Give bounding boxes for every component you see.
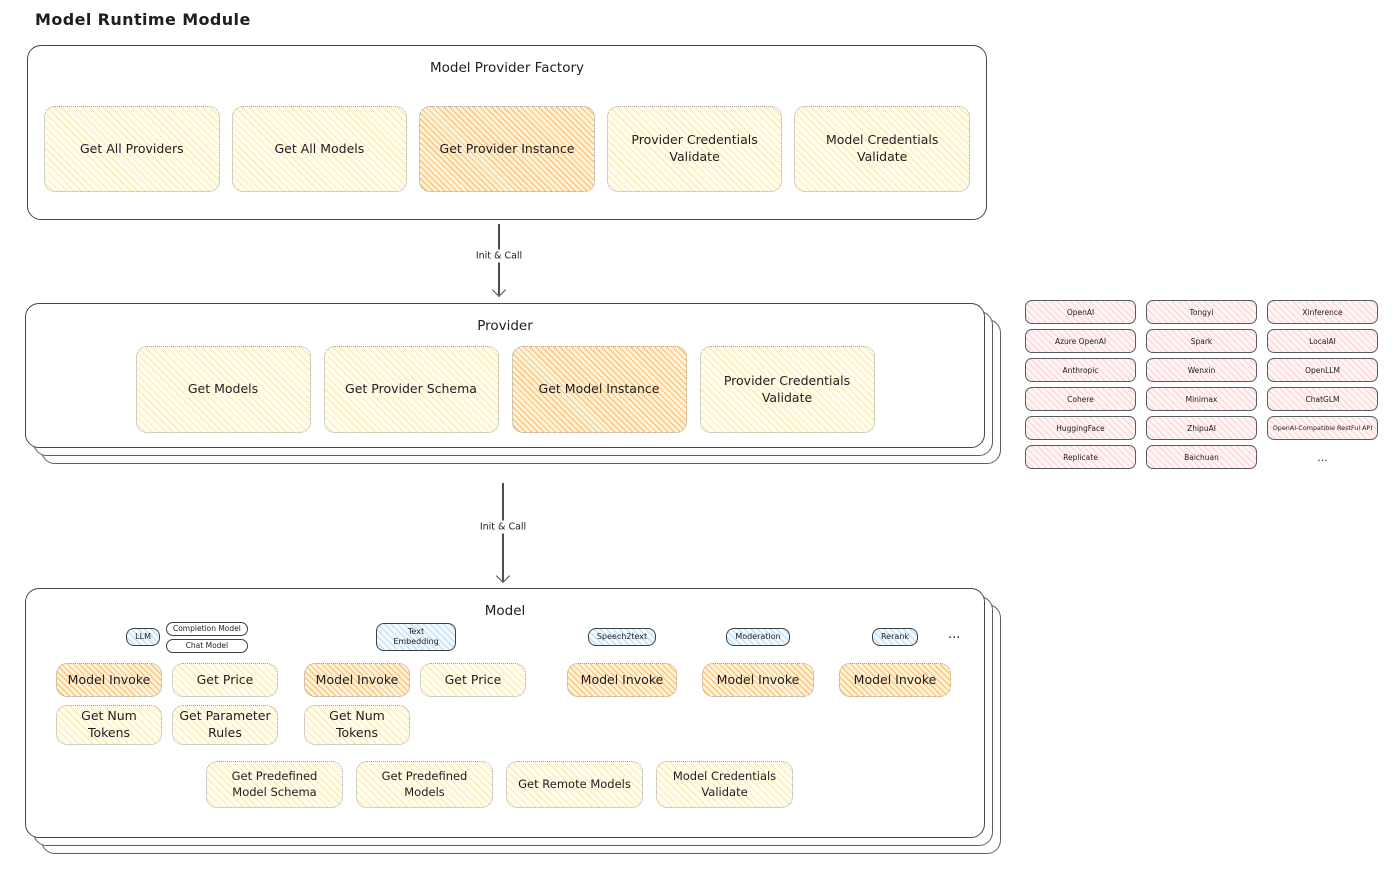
model-type-tab: Text Embedding (376, 623, 456, 651)
model-operation-row: Model Invoke Get Price (56, 663, 278, 697)
model-type-tab-row: Moderation (702, 617, 814, 657)
model-operation-node: Model Invoke (839, 663, 951, 697)
factory-operation-node: Get All Providers (44, 106, 220, 192)
model-types-ellipsis: ... (948, 627, 961, 642)
provider-name-pill: Replicate (1025, 445, 1136, 469)
provider-name-pill: Wenxin (1146, 358, 1257, 382)
model-type-tab: LLM (126, 628, 160, 646)
model-shared-operation-node: Get Remote Models (506, 761, 643, 808)
model-subtype-tab: Completion Model (165, 621, 248, 636)
provider-name-pill: HuggingFace (1025, 416, 1136, 440)
model-type-tab: Moderation (726, 628, 790, 646)
provider-name-pill: OpenAI (1025, 300, 1136, 324)
init-call-arrow-top: Init & Call (439, 224, 559, 298)
model-operation-node: Get Num Tokens (56, 705, 162, 745)
factory-operation-node: Get Provider Instance (419, 106, 595, 192)
model-operation-row: Model Invoke (567, 663, 677, 697)
model-operation-node: Get Num Tokens (304, 705, 410, 745)
provider-box-label: Provider (477, 318, 533, 334)
provider-name-pill: Baichuan (1146, 445, 1257, 469)
diagram-title: Model Runtime Module (35, 10, 251, 29)
model-operation-node: Model Invoke (567, 663, 677, 697)
model-operation-row: Get Num Tokens (304, 705, 528, 745)
arrow-head-icon (495, 568, 511, 584)
provider-grid-ellipsis: ... (1317, 450, 1328, 464)
model-shared-operation-node: Get Predefined Models (356, 761, 493, 808)
provider-name-pill: ChatGLM (1267, 387, 1378, 411)
model-provider-factory-box: Model Provider Factory Get All Providers… (27, 45, 987, 220)
provider-name-pill: Anthropic (1025, 358, 1136, 382)
model-type-tab: Speech2text (587, 628, 657, 646)
provider-name-pill: Tongyi (1146, 300, 1257, 324)
model-subtype-tab: Chat Model (165, 638, 248, 653)
provider-name-pill: Azure OpenAI (1025, 329, 1136, 353)
model-operation-row: Model Invoke (839, 663, 951, 697)
provider-name-pill: Spark (1146, 329, 1257, 353)
model-operation-node: Model Invoke (56, 663, 162, 697)
arrow-label: Init & Call (470, 249, 528, 263)
factory-operation-node: Get All Models (231, 106, 408, 192)
model-type-tab: Rerank (871, 628, 918, 646)
model-operation-node: Model Invoke (702, 663, 814, 697)
init-call-arrow-bottom: Init & Call (443, 483, 563, 584)
model-type-tab-row: Speech2text (567, 617, 677, 657)
model-type-tab-row: Rerank (839, 617, 951, 657)
factory-operation-node: Model Credentials Validate (794, 106, 970, 192)
model-bottom-buttons: Get Predefined Model Schema Get Predefine… (206, 761, 793, 808)
model-operation-node: Model Invoke (304, 663, 410, 697)
factory-box-label: Model Provider Factory (429, 60, 584, 76)
provider-name-pill: LocalAI (1267, 329, 1378, 353)
arrow-head-icon (491, 282, 507, 298)
model-operation-node: Get Price (420, 663, 526, 697)
provider-operation-node: Get Provider Schema (323, 346, 499, 433)
provider-name-pill: Minimax (1146, 387, 1257, 411)
provider-name-pill: OpenAI-Compatible RestFul API (1267, 416, 1378, 440)
provider-name-pill: Xinference (1267, 300, 1378, 324)
provider-name-pill: ZhipuAI (1146, 416, 1257, 440)
provider-name-pill: OpenLLM (1267, 358, 1378, 382)
model-shared-operation-node: Model Credentials Validate (656, 761, 793, 808)
provider-operation-node: Provider Credentials Validate (699, 346, 875, 433)
provider-name-pill: Cohere (1025, 387, 1136, 411)
provider-operation-node: Get Models (135, 346, 311, 433)
model-operation-row: Model Invoke (702, 663, 814, 697)
factory-operation-node: Provider Credentials Validate (606, 106, 783, 192)
model-box-label: Model (484, 603, 526, 619)
model-operation-node: Get Parameter Rules (172, 705, 278, 745)
provider-operation-node: Get Model Instance (511, 346, 687, 433)
model-type-tab-row: Text Embedding (304, 617, 528, 657)
arrow-label: Init & Call (474, 520, 532, 534)
model-shared-operation-node: Get Predefined Model Schema (206, 761, 343, 808)
model-operation-row: Model Invoke Get Price (304, 663, 528, 697)
model-operation-node: Get Price (172, 663, 278, 697)
